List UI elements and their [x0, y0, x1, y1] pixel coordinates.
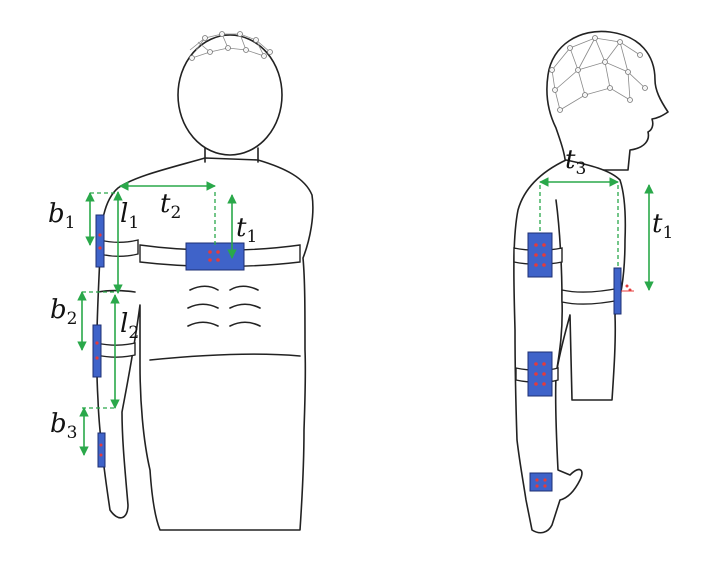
side-back-sensor	[613, 267, 634, 315]
front-wrist-sensor	[97, 432, 106, 468]
front-eeg-cap	[189, 31, 273, 61]
side-head	[546, 30, 669, 171]
side-forearm-sensor	[527, 351, 553, 397]
label-b1: b1	[48, 199, 75, 233]
front-upper-arm-sensor	[95, 214, 105, 268]
front-dimension-lines	[77, 181, 237, 456]
label-t1-front: t1	[236, 213, 257, 247]
label-b3: b3	[50, 409, 77, 443]
front-neck	[204, 147, 259, 163]
side-view-figure: t3 t1	[513, 30, 673, 534]
label-t3: t3	[565, 145, 586, 179]
label-t1-side: t1	[652, 209, 673, 243]
front-chest-sensor	[185, 242, 245, 271]
front-head	[177, 34, 283, 156]
label-l1: l1	[120, 199, 139, 233]
front-view-figure: b1 l1 t2 t1 b2 l2 b3	[48, 31, 314, 531]
front-forearm-band	[96, 342, 136, 358]
label-t2: t2	[160, 189, 181, 223]
front-upper-arm-band	[99, 239, 139, 257]
side-upper-arm-sensor	[527, 232, 553, 278]
front-waistline	[149, 353, 301, 361]
side-dimension-lines	[539, 177, 654, 291]
front-forearm-sensor	[92, 324, 102, 378]
label-l2: l2	[120, 309, 139, 343]
label-b2: b2	[50, 295, 77, 329]
front-abdomen-lines	[187, 285, 261, 327]
side-eeg-cap	[549, 35, 648, 113]
side-hand-sensor	[529, 472, 553, 492]
